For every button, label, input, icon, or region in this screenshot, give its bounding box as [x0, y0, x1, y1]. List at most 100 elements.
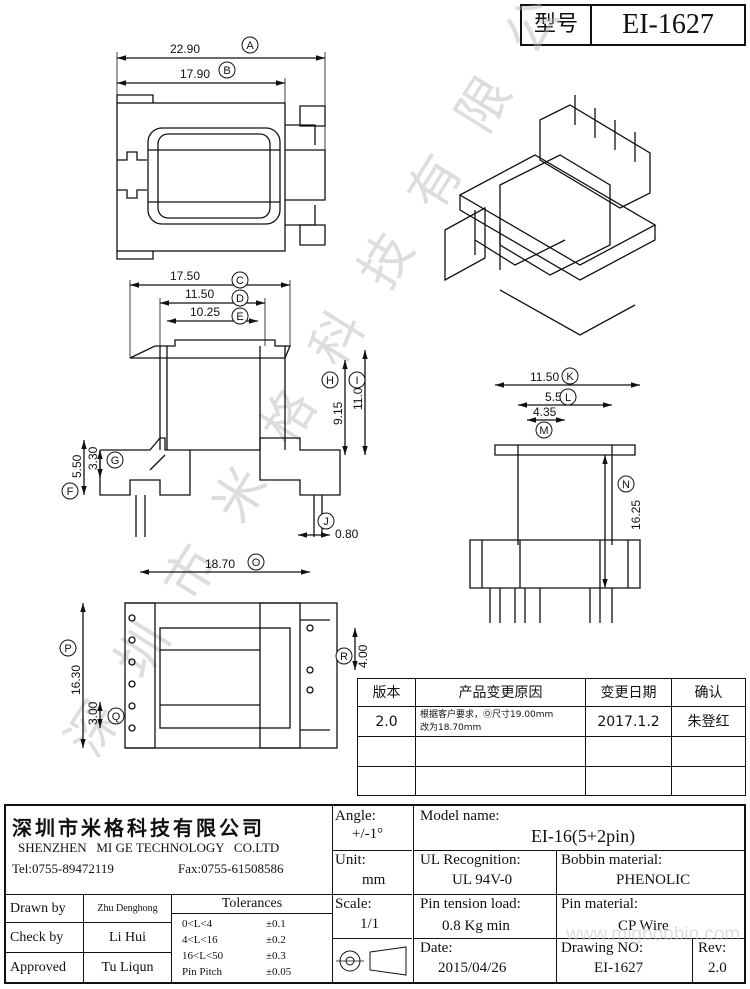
approved-value: Tu Liqun [84, 953, 172, 982]
tolerance-row: 4<L<16±0.2 [182, 934, 286, 946]
dim-B-value: 17.90 [180, 67, 210, 81]
svg-text:G: G [111, 455, 120, 467]
dim-F-value: 5.50 [70, 454, 84, 478]
circle-C: C [231, 271, 249, 289]
tolerances-label: Tolerances [172, 894, 332, 914]
unit-label: Unit: [335, 852, 366, 868]
svg-text:J: J [323, 516, 329, 528]
rev-reason-line1: 根据客户要求，Ⓞ尺寸19.00mm [420, 710, 554, 720]
technical-drawing: 深圳市米格科技有限公司 [55, 0, 657, 767]
dim-E-value: 10.25 [190, 305, 220, 319]
scale-label: Scale: [335, 896, 372, 912]
circle-G: G [106, 451, 124, 469]
svg-text:O: O [252, 557, 261, 569]
company-name-en: SHENZHEN MI GE TECHNOLOGY CO.LTD [18, 840, 280, 855]
model-header-number: EI-1627 [622, 9, 714, 40]
rev-empty [416, 767, 586, 795]
svg-text:L: L [565, 392, 571, 404]
approved-label: Approved [6, 953, 84, 982]
rev-reason-line2: 改为18.70mm [420, 723, 482, 733]
pin-tension-value: 0.8 Kg min [442, 918, 510, 934]
dim-N-value: 16.25 [629, 500, 643, 530]
circle-A: A [241, 36, 259, 54]
svg-text:H: H [326, 375, 334, 387]
tolerance-list: 0<L<4±0.1 4<L<16±0.2 16<L<50±0.3 Pin Pit… [182, 916, 332, 980]
side-view [469, 444, 641, 623]
tolerance-row: Pin Pitch±0.05 [182, 966, 292, 978]
revision-table: 版本 产品变更原因 变更日期 确认 2.0 根据客户要求，Ⓞ尺寸19.00mm … [357, 678, 746, 796]
unit-value: mm [362, 872, 386, 888]
isometric-view [444, 95, 657, 336]
svg-text:B: B [223, 65, 230, 77]
pin-material-value: CP Wire [618, 918, 669, 934]
model-name-value: EI-16(5+2pin) [530, 826, 636, 846]
model-header-box: 型号 EI-1627 [520, 4, 746, 46]
rev-version: 2.0 [358, 707, 416, 737]
check-label: Check by [6, 923, 84, 953]
dim-G-value: 3.30 [86, 446, 100, 470]
rev-date: 2017.1.2 [586, 707, 672, 737]
angle-value: +/-1° [352, 826, 384, 842]
circle-P: P [59, 639, 77, 657]
watermark-url: www.migbobbin.com [566, 924, 741, 945]
dim-J-value: 0.80 [335, 527, 359, 541]
rev-empty [586, 767, 672, 795]
drawing-no-value: EI-1627 [594, 960, 644, 976]
rev-empty [416, 737, 586, 767]
rev-label: Rev: [698, 940, 727, 956]
top-view [116, 94, 326, 260]
rev-value: 2.0 [708, 960, 727, 976]
divider [6, 894, 332, 895]
front-view [99, 339, 341, 537]
bottom-view [124, 602, 338, 749]
check-value: Li Hui [84, 923, 172, 953]
drawing-no-label: Drawing NO: [561, 940, 644, 956]
dim-H-value: 9.15 [331, 401, 345, 425]
rev-header-confirm: 确认 [672, 679, 745, 707]
svg-text:K: K [566, 371, 574, 383]
circled-letters: A B C D E F G H I J K L M N O P Q R [59, 36, 635, 725]
circle-M: M [535, 421, 553, 439]
scale-value: 1/1 [360, 916, 380, 932]
pin-tension-label: Pin tension load: [420, 896, 521, 912]
dim-C-value: 17.50 [170, 269, 200, 283]
circle-F: F [61, 482, 79, 500]
rev-empty [586, 737, 672, 767]
svg-text:P: P [64, 643, 71, 655]
rev-header-date: 变更日期 [586, 679, 672, 707]
circle-Q: Q [107, 707, 125, 725]
rev-header-version: 版本 [358, 679, 416, 707]
rev-empty [358, 767, 416, 795]
dim-A-value: 22.90 [170, 42, 200, 56]
circle-D: D [231, 289, 249, 307]
angle-label: Angle: [335, 808, 376, 824]
model-header-label: 型号 [522, 6, 592, 44]
pin-material-label: Pin material: [561, 896, 639, 912]
svg-text:D: D [236, 293, 244, 305]
svg-text:F: F [67, 486, 74, 498]
circle-H: H [321, 371, 339, 389]
svg-text:I: I [355, 375, 358, 387]
svg-text:Q: Q [112, 711, 121, 723]
svg-text:C: C [236, 275, 244, 287]
rev-empty [672, 737, 745, 767]
dim-Q-value: 3.00 [86, 701, 100, 725]
title-block: 深圳市米格科技有限公司 SHENZHEN MI GE TECHNOLOGY CO… [4, 804, 746, 984]
tolerance-row: 0<L<4±0.1 [182, 918, 286, 930]
circle-I: I [348, 371, 366, 389]
company-fax: Fax:0755-61508586 [178, 861, 284, 876]
dim-P-value: 16.30 [69, 665, 83, 695]
company-tel: Tel:0755-89472119 [12, 861, 114, 876]
circle-B: B [218, 61, 236, 79]
svg-text:A: A [246, 40, 254, 52]
circle-J: J [317, 512, 335, 530]
rev-reason: 根据客户要求，Ⓞ尺寸19.00mm 改为18.70mm [416, 707, 586, 737]
rev-empty [358, 737, 416, 767]
circle-N: N [617, 475, 635, 493]
ul-value: UL 94V-0 [452, 872, 513, 888]
drawn-label: Drawn by [6, 894, 84, 923]
dim-O-value: 18.70 [205, 557, 235, 571]
model-name-label: Model name: [420, 808, 500, 824]
ul-label: UL Recognition: [420, 852, 521, 868]
circle-L: L [559, 388, 577, 406]
